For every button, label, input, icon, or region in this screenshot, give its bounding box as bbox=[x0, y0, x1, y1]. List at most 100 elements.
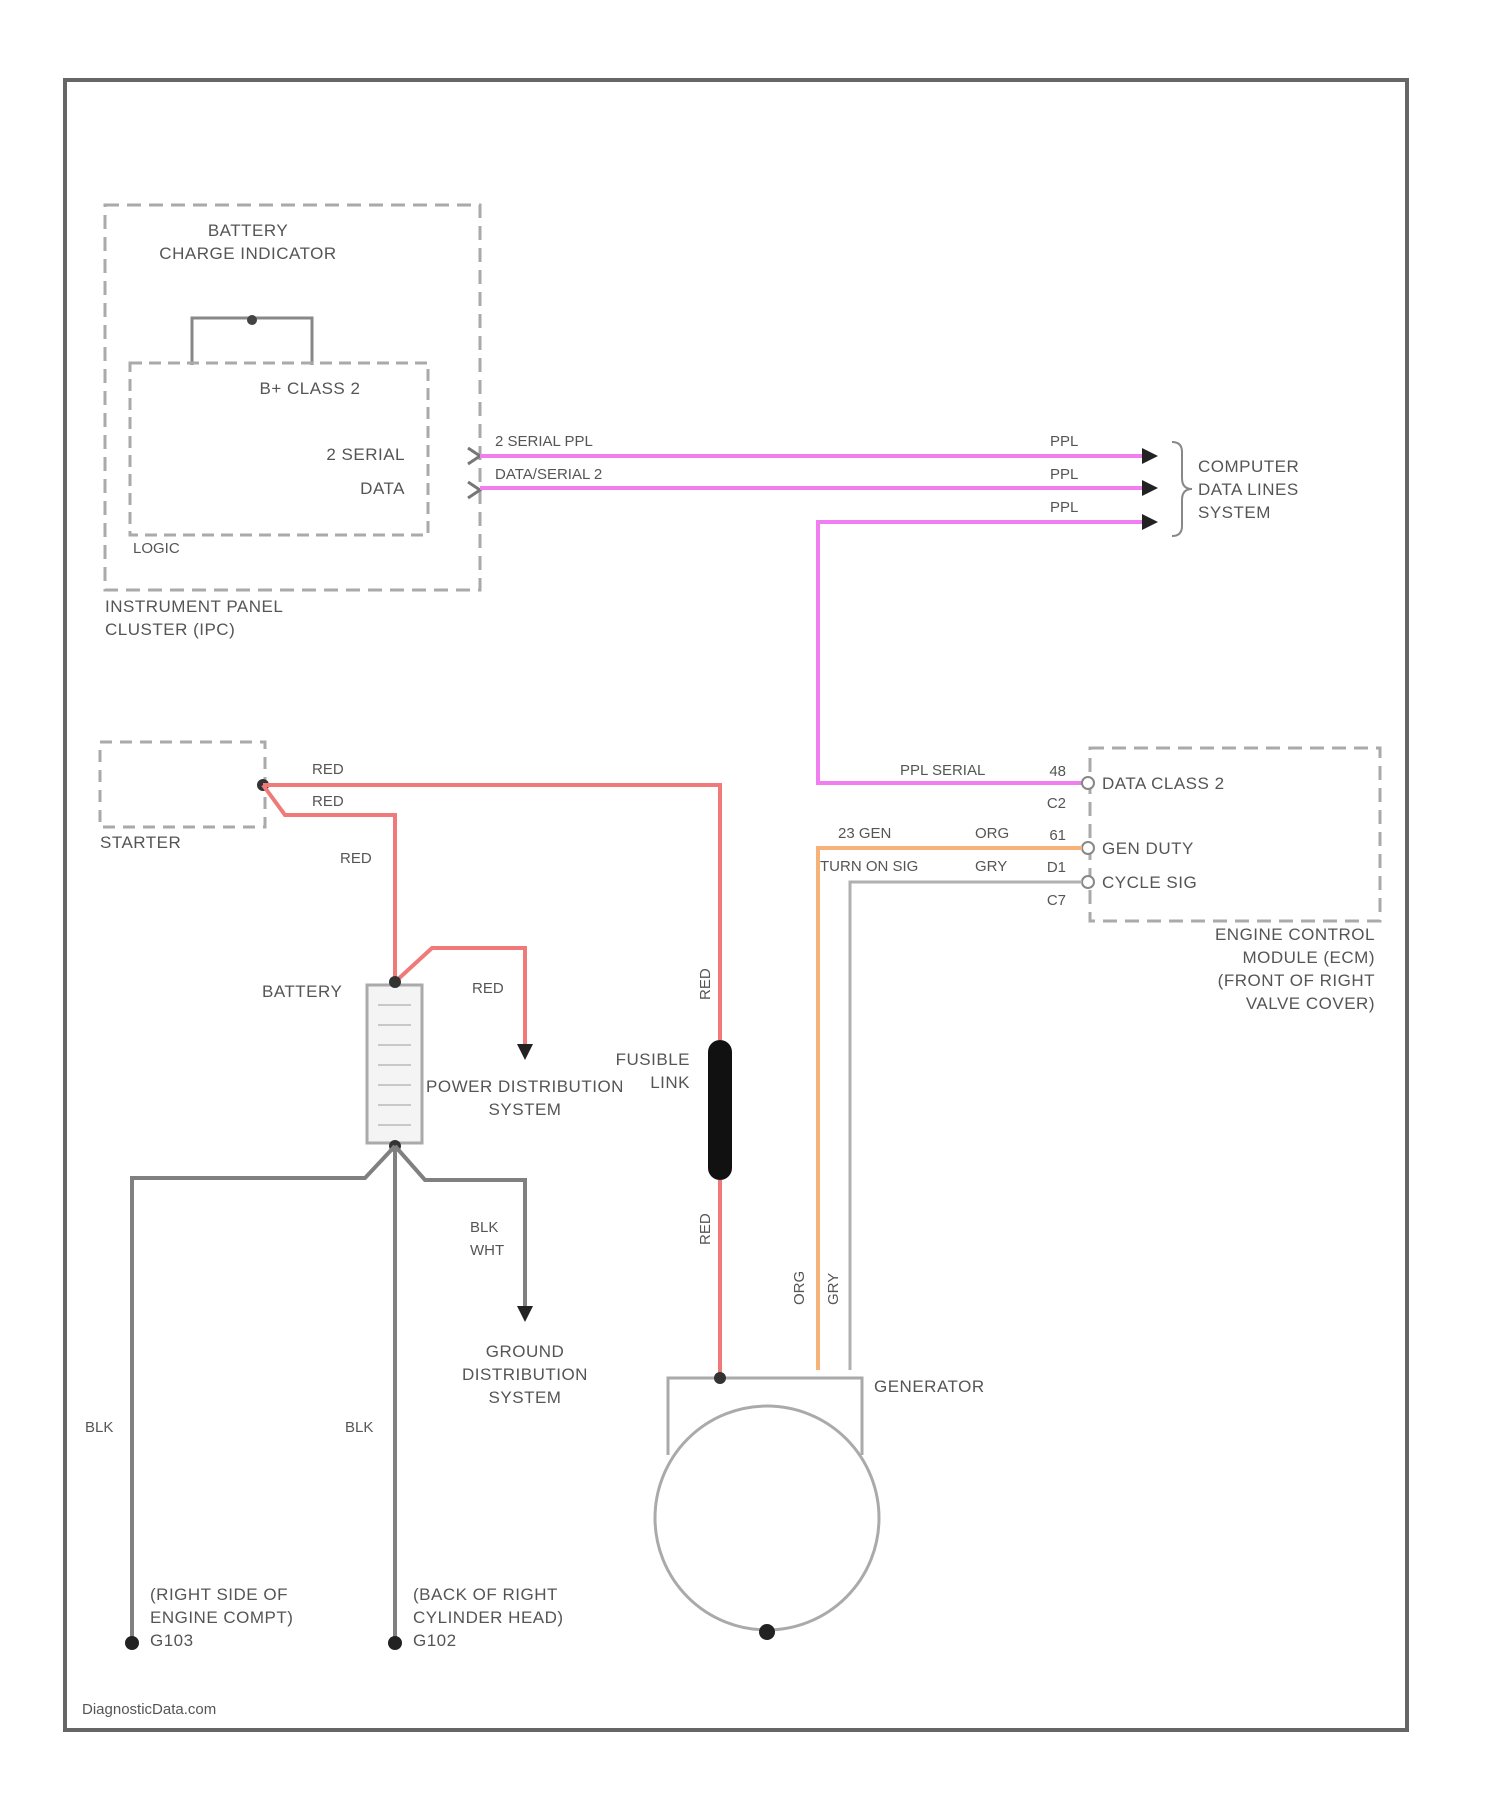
cdls-line3: SYSTEM bbox=[1198, 503, 1271, 522]
ipc-connector-serial bbox=[468, 448, 480, 464]
wire-3-color: PPL bbox=[1050, 499, 1078, 516]
turn-on-wire-color: GRY bbox=[975, 858, 1007, 875]
fusible-link-body bbox=[708, 1040, 732, 1180]
starter-to-battery-wire bbox=[263, 785, 395, 982]
generator-ground bbox=[759, 1624, 775, 1640]
ground-dist-line3: SYSTEM bbox=[489, 1388, 562, 1407]
serial-data-wire-3 bbox=[818, 522, 1150, 783]
ecm-connector-gen bbox=[1082, 842, 1094, 854]
gen-wire-color: ORG bbox=[975, 825, 1009, 842]
ipc-data-label: DATA bbox=[360, 479, 405, 498]
cdls-brace bbox=[1172, 442, 1192, 536]
ecm-name-line4: VALVE COVER) bbox=[1246, 994, 1375, 1013]
ipc-pin-top-label: B+ CLASS 2 bbox=[260, 379, 361, 398]
ground-dist-line1: GROUND bbox=[486, 1342, 565, 1361]
ecm-gen-duty: GEN DUTY bbox=[1102, 839, 1194, 858]
ipc-connector-data bbox=[468, 482, 480, 498]
battery-label: BATTERY bbox=[262, 982, 342, 1001]
ground-mid-id: G102 bbox=[413, 1631, 457, 1650]
generator-label: GENERATOR bbox=[874, 1377, 985, 1396]
starter-to-fusible-wire bbox=[263, 785, 720, 1040]
power-dist-wire-label: RED bbox=[472, 980, 504, 997]
ground-left-wire-label: BLK bbox=[85, 1419, 113, 1436]
ecm-pin-48: 48 bbox=[1049, 763, 1066, 780]
fusible-wire-top-label: RED bbox=[697, 968, 714, 1000]
ecm-name-line2: MODULE (ECM) bbox=[1242, 948, 1375, 967]
power-dist-arrow bbox=[517, 1044, 533, 1060]
ecm-pin-c7: C7 bbox=[1047, 892, 1066, 909]
ecm-connector-cycle bbox=[1082, 876, 1094, 888]
wire-1-label: 2 SERIAL PPL bbox=[495, 433, 593, 450]
indicator-label-line1: BATTERY bbox=[208, 221, 288, 240]
turn-on-wire-name: TURN ON SIG bbox=[820, 858, 918, 875]
data-wires: 2 SERIAL PPL DATA/SERIAL 2 PPL PPL PPL C… bbox=[480, 433, 1299, 783]
battery: BATTERY POWER DISTRIBUTION SYSTEM bbox=[262, 976, 624, 1152]
ground-mid-line1: (BACK OF RIGHT bbox=[413, 1585, 558, 1604]
generator-body bbox=[655, 1406, 879, 1630]
generator-housing bbox=[668, 1378, 862, 1455]
ground-left-line1: (RIGHT SIDE OF bbox=[150, 1585, 288, 1604]
fusible-label-line1: FUSIBLE bbox=[616, 1050, 690, 1069]
fusible-wire-bottom-label: RED bbox=[697, 1213, 714, 1245]
ecm-name-line1: ENGINE CONTROL bbox=[1215, 925, 1375, 944]
org-gen-wire bbox=[818, 848, 1082, 1370]
indicator-lamp-symbol bbox=[192, 318, 312, 365]
ecm-connector-data bbox=[1082, 777, 1094, 789]
ecm-pin-c2: C2 bbox=[1047, 795, 1066, 812]
gen-wire-name: 23 GEN bbox=[838, 825, 891, 842]
ground-left-line2: ENGINE COMPT) bbox=[150, 1608, 293, 1627]
ground-dist-arrow bbox=[517, 1306, 533, 1322]
power-dist-line1: POWER DISTRIBUTION bbox=[426, 1077, 624, 1096]
footer-watermark: DiagnosticData.com bbox=[82, 1701, 216, 1718]
ecm-serial-wire-label: PPL SERIAL bbox=[900, 762, 985, 779]
ground-point-g102 bbox=[388, 1636, 402, 1650]
starter: STARTER bbox=[100, 742, 269, 852]
wire-2-label: DATA/SERIAL 2 bbox=[495, 466, 602, 483]
wire-2-color: PPL bbox=[1050, 466, 1078, 483]
generator-b-terminal bbox=[714, 1372, 726, 1384]
power-dist-line2: SYSTEM bbox=[489, 1100, 562, 1119]
fusible-label-line2: LINK bbox=[650, 1073, 690, 1092]
indicator-label-line2: CHARGE INDICATOR bbox=[159, 244, 336, 263]
generator-org-label: ORG bbox=[791, 1271, 808, 1305]
cdls-line2: DATA LINES bbox=[1198, 480, 1299, 499]
starter-wire3-label: RED bbox=[340, 850, 372, 867]
wire-1-color: PPL bbox=[1050, 433, 1078, 450]
starter-wire2-label: RED bbox=[312, 793, 344, 810]
ecm-pin-61: 61 bbox=[1049, 827, 1066, 844]
diagram-frame bbox=[65, 80, 1407, 1730]
ground-mid-line2: CYLINDER HEAD) bbox=[413, 1608, 564, 1627]
ground-mid-wire-label: BLK bbox=[345, 1419, 373, 1436]
battery-positive-terminal bbox=[389, 976, 401, 988]
starter-label: STARTER bbox=[100, 833, 181, 852]
ipc-name-line2: CLUSTER (IPC) bbox=[105, 620, 235, 639]
instrument-panel-cluster: BATTERY CHARGE INDICATOR B+ CLASS 2 2 SE… bbox=[105, 205, 480, 639]
indicator-lamp-node bbox=[247, 315, 257, 325]
gry-turn-on-wire bbox=[850, 882, 1082, 1370]
generator-signal-wires: 23 GEN ORG TURN ON SIG GRY ORG GRY bbox=[791, 825, 1082, 1370]
fusible-link: FUSIBLE LINK bbox=[616, 1040, 732, 1180]
ground-wires: BLK WHT GROUND DISTRIBUTION SYSTEM BLK B… bbox=[85, 1146, 588, 1650]
generator: GENERATOR bbox=[655, 1372, 985, 1640]
starter-dashed-box bbox=[100, 742, 265, 827]
ground-dist-line2: DISTRIBUTION bbox=[462, 1365, 588, 1384]
ground-point-g103 bbox=[125, 1636, 139, 1650]
ground-wire-left bbox=[132, 1146, 395, 1640]
ecm-pin-d1: D1 bbox=[1047, 859, 1066, 876]
gds-wire-label-2: WHT bbox=[470, 1242, 504, 1259]
generator-gry-label: GRY bbox=[825, 1273, 842, 1305]
ipc-serial-label: 2 SERIAL bbox=[326, 445, 405, 464]
arrow-2 bbox=[1142, 480, 1158, 496]
gds-wire-label-1: BLK bbox=[470, 1219, 498, 1236]
cdls-line1: COMPUTER bbox=[1198, 457, 1299, 476]
ecm-name-line3: (FRONT OF RIGHT bbox=[1218, 971, 1375, 990]
arrow-3 bbox=[1142, 514, 1158, 530]
starter-wire1-label: RED bbox=[312, 761, 344, 778]
ground-wire-gds bbox=[395, 1146, 525, 1310]
arrow-1 bbox=[1142, 448, 1158, 464]
ecm-data-class2: DATA CLASS 2 bbox=[1102, 774, 1225, 793]
ground-left-id: G103 bbox=[150, 1631, 194, 1650]
ipc-name-line1: INSTRUMENT PANEL bbox=[105, 597, 283, 616]
logic-label: LOGIC bbox=[133, 540, 180, 557]
